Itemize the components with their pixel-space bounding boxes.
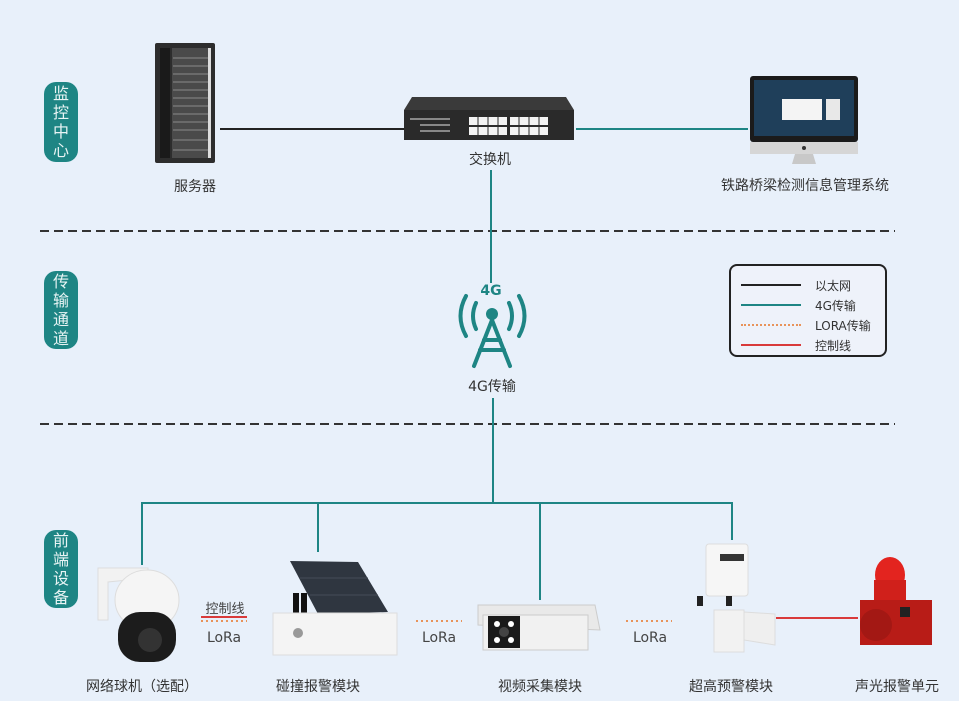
legend-swatch bbox=[741, 324, 801, 326]
zone-char: 心 bbox=[52, 141, 69, 160]
zone-char: 道 bbox=[52, 329, 69, 348]
zone-char: 通 bbox=[52, 310, 69, 329]
legend-label: 控制线 bbox=[815, 338, 852, 353]
legend-swatch bbox=[741, 344, 801, 346]
overheight-warning-label: 超高预警模块 bbox=[689, 679, 773, 695]
sound-light-alarm-label: 声光报警单元 bbox=[855, 679, 939, 695]
legend-label: 4G传输 bbox=[815, 298, 856, 313]
zone-transport-channel: 传 输 通 道 bbox=[44, 271, 78, 349]
lora-label-3: LoRa bbox=[632, 630, 668, 646]
zone-char: 传 bbox=[52, 272, 69, 291]
legend-swatch bbox=[741, 284, 801, 286]
zone-char: 控 bbox=[52, 103, 69, 122]
switch-label: 交换机 bbox=[469, 152, 511, 168]
legend-label: 以太网 bbox=[815, 278, 852, 293]
dome-camera-icon bbox=[97, 567, 180, 662]
tower-label: 4G传输 bbox=[468, 379, 516, 395]
zone-char: 中 bbox=[52, 122, 69, 141]
legend: 以太网 4G传输 LORA传输 控制线 bbox=[729, 264, 887, 357]
zone-char: 输 bbox=[52, 291, 69, 310]
zone-char: 监 bbox=[52, 84, 69, 103]
network-switch-icon bbox=[404, 97, 574, 140]
collision-alarm-label: 碰撞报警模块 bbox=[276, 679, 360, 695]
4g-badge-label: 4G bbox=[480, 283, 502, 299]
sound-light-alarm-icon bbox=[860, 557, 932, 645]
zone-frontend-devices: 前 端 设 备 bbox=[44, 530, 78, 608]
video-camera-icon bbox=[477, 604, 601, 651]
legend-item-control: 控制线 bbox=[741, 335, 851, 355]
monitor-icon bbox=[750, 76, 858, 164]
overheight-sensor-icon bbox=[697, 543, 776, 653]
legend-item-4g: 4G传输 bbox=[741, 295, 856, 315]
zone-char: 备 bbox=[52, 588, 69, 607]
legend-label: LORA传输 bbox=[815, 318, 871, 333]
4g-tower-icon bbox=[458, 294, 527, 368]
zone-monitoring-center: 监 控 中 心 bbox=[44, 82, 78, 162]
video-capture-label: 视频采集模块 bbox=[498, 679, 582, 695]
legend-swatch bbox=[741, 304, 801, 306]
zone-char: 设 bbox=[52, 569, 69, 588]
dome-camera-label: 网络球机（选配） bbox=[86, 679, 198, 695]
4g-tower-top-icon bbox=[486, 308, 498, 320]
legend-item-lora: LORA传输 bbox=[741, 315, 871, 335]
system-label: 铁路桥梁检测信息管理系统 bbox=[721, 178, 889, 194]
lora-label-2: LoRa bbox=[421, 630, 457, 646]
4g-line-branch bbox=[141, 502, 733, 565]
control-line-label: 控制线 bbox=[205, 602, 245, 617]
legend-item-ethernet: 以太网 bbox=[741, 275, 851, 295]
zone-char: 前 bbox=[52, 531, 69, 550]
lora-label-1: LoRa bbox=[206, 630, 242, 646]
zone-char: 端 bbox=[52, 550, 69, 569]
server-label: 服务器 bbox=[174, 179, 216, 195]
collision-alarm-icon bbox=[272, 561, 398, 656]
server-rack-icon bbox=[155, 43, 215, 163]
